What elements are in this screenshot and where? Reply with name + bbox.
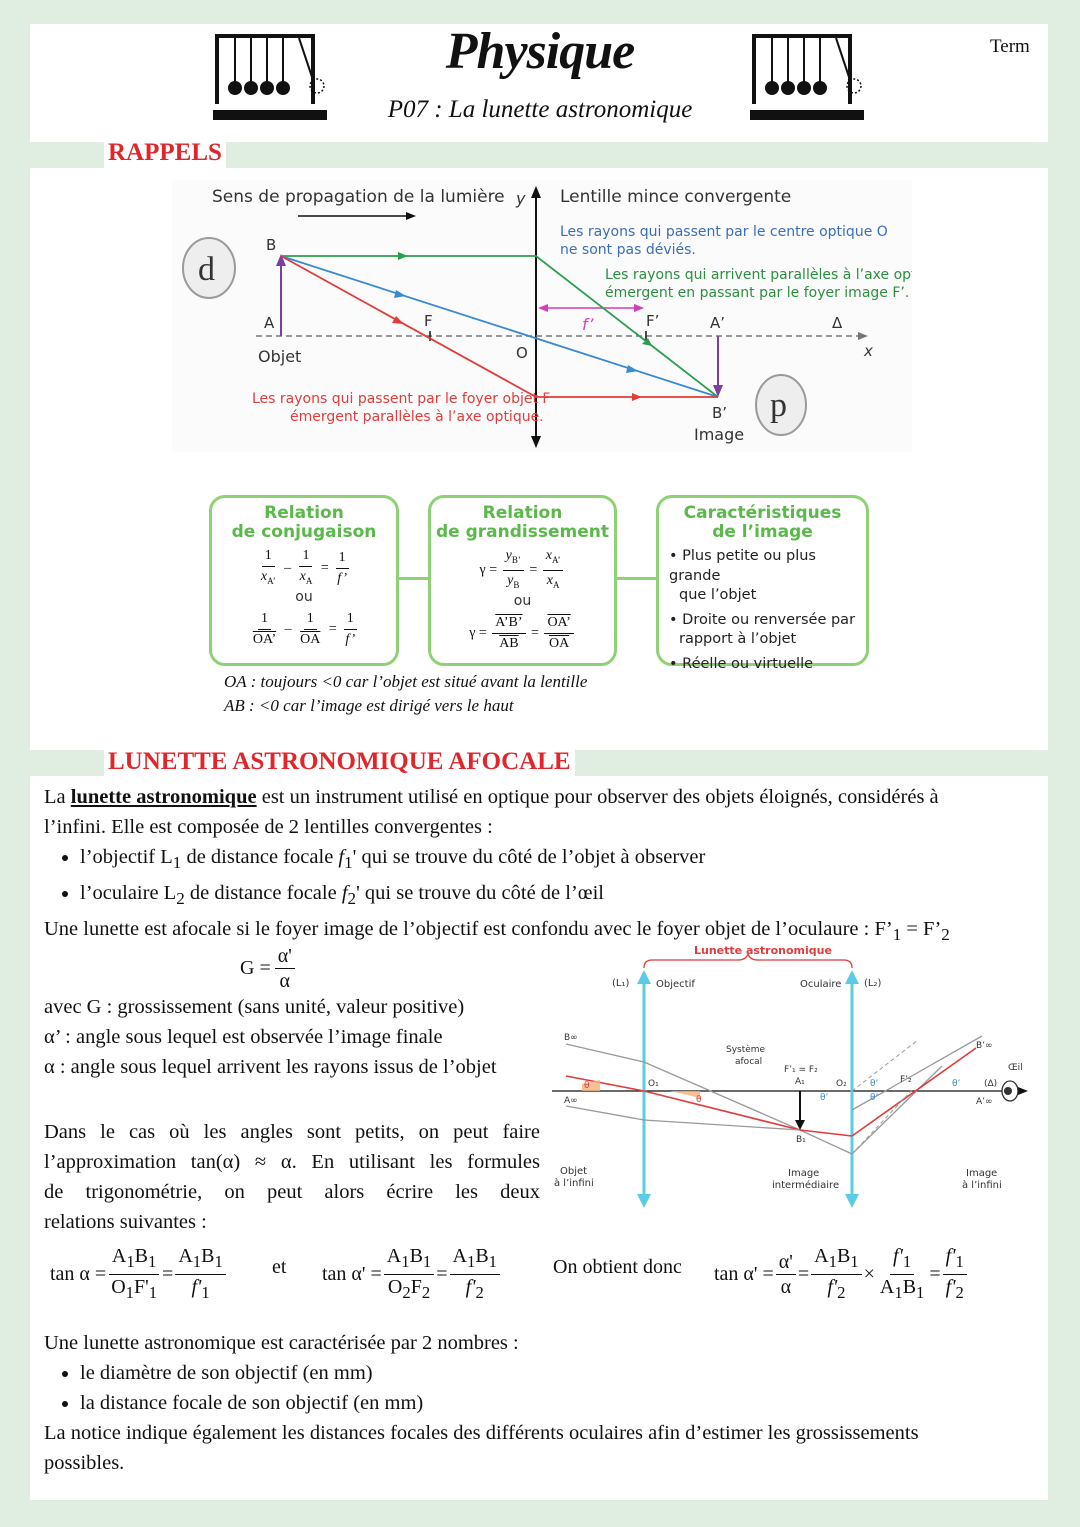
svg-text:θ: θ [584, 1081, 590, 1091]
svg-text:Objet: Objet [560, 1166, 587, 1177]
box-connector-1 [395, 577, 430, 580]
svg-text:afocal: afocal [735, 1057, 762, 1067]
telescope-diagram-title: Lunette astronomique [694, 944, 832, 957]
svg-text:F’: F’ [646, 312, 659, 330]
svg-text:Les rayons qui passent par le: Les rayons qui passent par le foyer obje… [252, 391, 550, 407]
svg-text:F’₁ = F₂: F’₁ = F₂ [784, 1065, 818, 1075]
svg-text:(Δ): (Δ) [984, 1079, 997, 1089]
bullet-objectif: l’objectif L1 de distance focale f1' qui… [80, 842, 1044, 878]
caracteristiques-list: • Plus petite ou plus grande que l’objet… [669, 548, 856, 672]
rappels-title: RAPPELS [104, 138, 226, 168]
box-connector-2 [612, 577, 657, 580]
svg-text:F’₂: F’₂ [900, 1075, 912, 1085]
afocal-definition: Une lunette est afocale si le foyer imag… [44, 918, 950, 945]
grossissement-formula: G = α'α [240, 944, 297, 993]
svg-text:O₁: O₁ [648, 1079, 659, 1089]
rappels-note-2: AB : <0 car l’image est dirigé vers le h… [224, 696, 514, 715]
svg-text:Oculaire: Oculaire [800, 979, 841, 990]
svg-text:y: y [515, 189, 526, 208]
image-label: Image [694, 425, 744, 444]
svg-text:x: x [863, 342, 873, 360]
svg-text:ne sont pas déviés.: ne sont pas déviés. [560, 242, 696, 258]
svg-text:intermédiaire: intermédiaire [772, 1179, 839, 1191]
grandissement-formula-1: γ = yB’yB = xA’xA [431, 546, 614, 595]
et-label: et [272, 1256, 287, 1278]
svg-text:B∞: B∞ [564, 1033, 578, 1043]
lunette-title: LUNETTE ASTRONOMIQUE AFOCALE [104, 747, 575, 777]
svg-text:à l’infini: à l’infini [962, 1179, 1002, 1191]
thin-lens-diagram: Sens de propagation de la lumière y Lent… [172, 180, 912, 452]
rappels-note-1: OA : toujours <0 car l’objet est situé a… [224, 672, 588, 691]
svg-text:(L₁): (L₁) [612, 978, 629, 989]
newton-cradle-icon-right [750, 34, 864, 120]
grandissement-formula-2: γ = A’B’AB = OA’OA [431, 613, 614, 654]
svg-text:θ’: θ’ [870, 1093, 879, 1103]
d-badge: d [198, 251, 215, 288]
svg-text:Image: Image [966, 1168, 997, 1179]
svg-text:θ’: θ’ [820, 1093, 829, 1103]
subject-title: Physique [445, 23, 635, 80]
svg-text:(L₂): (L₂) [864, 978, 881, 989]
caract-item-2: la distance focale de son objectif (en m… [80, 1388, 1044, 1418]
svg-text:Les rayons qui arrivent parall: Les rayons qui arrivent parallèles à l’a… [605, 267, 912, 283]
level-label: Term [990, 36, 1030, 57]
svg-text:B₁: B₁ [796, 1135, 806, 1145]
svg-text:à l’infini: à l’infini [554, 1177, 594, 1189]
svg-text:f’: f’ [582, 315, 594, 334]
svg-text:B’: B’ [712, 404, 727, 422]
p-badge: p [770, 387, 787, 424]
svg-text:A: A [264, 314, 275, 332]
svg-text:O₂: O₂ [836, 1079, 847, 1089]
grandissement-box: Relation de grandissement γ = yB’yB = xA… [428, 495, 617, 666]
caracteristiques-box: Caractéristiques de l’image • Plus petit… [656, 495, 869, 672]
svg-text:Œil: Œil [1008, 1063, 1023, 1073]
bullet-oculaire: l’oculaire L2 de distance focale f2' qui… [80, 878, 1044, 914]
svg-text:O: O [516, 344, 528, 362]
svg-text:θ’: θ’ [952, 1079, 961, 1089]
svg-text:B’∞: B’∞ [976, 1041, 993, 1051]
svg-text:θ: θ [696, 1095, 702, 1105]
lunette-term: lunette astronomique [70, 786, 257, 808]
svg-text:émergent en passant par le foy: émergent en passant par le foyer image F… [605, 285, 909, 301]
svg-text:A’∞: A’∞ [976, 1097, 993, 1107]
svg-text:B: B [266, 236, 276, 254]
header-panel [30, 24, 1048, 142]
lunette-panel [30, 776, 1048, 1500]
approximation-paragraph: Dans le cas où les angles sont petits, o… [44, 1121, 540, 1233]
avec-definitions: avec G : grossissement (sans unité, vale… [44, 996, 497, 1078]
svg-text:Δ: Δ [832, 314, 843, 332]
propagation-label: Sens de propagation de la lumière [212, 187, 505, 207]
svg-text:Image: Image [788, 1168, 819, 1179]
chapter-title: P07 : La lunette astronomique [387, 96, 693, 123]
svg-text:A₁: A₁ [795, 1077, 805, 1087]
svg-text:Objectif: Objectif [656, 979, 695, 990]
svg-text:Les rayons qui passent par le: Les rayons qui passent par le centre opt… [560, 224, 888, 240]
objet-label: Objet [258, 347, 301, 366]
svg-text:A∞: A∞ [564, 1096, 578, 1106]
svg-text:émergent parallèles à l’axe op: émergent parallèles à l’axe optique. [290, 409, 544, 425]
caracteristiques-paragraph: Une lunette astronomique est caractérisé… [44, 1328, 1044, 1478]
lunette-intro: La lunette astronomique est un instrumen… [44, 782, 1044, 950]
svg-text:A’: A’ [710, 314, 725, 332]
lens-title: Lentille mince convergente [560, 187, 791, 207]
obtient-label: On obtient donc [553, 1256, 682, 1278]
svg-text:Système: Système [726, 1044, 766, 1055]
caract-item-1: le diamètre de son objectif (en mm) [80, 1358, 1044, 1388]
telescope-diagram: Lunette astronomique (L₁) Objectif Ocula… [552, 944, 1028, 1208]
svg-text:F: F [424, 312, 433, 330]
svg-text:θ’: θ’ [870, 1079, 879, 1089]
newton-cradle-icon-left [213, 34, 327, 120]
